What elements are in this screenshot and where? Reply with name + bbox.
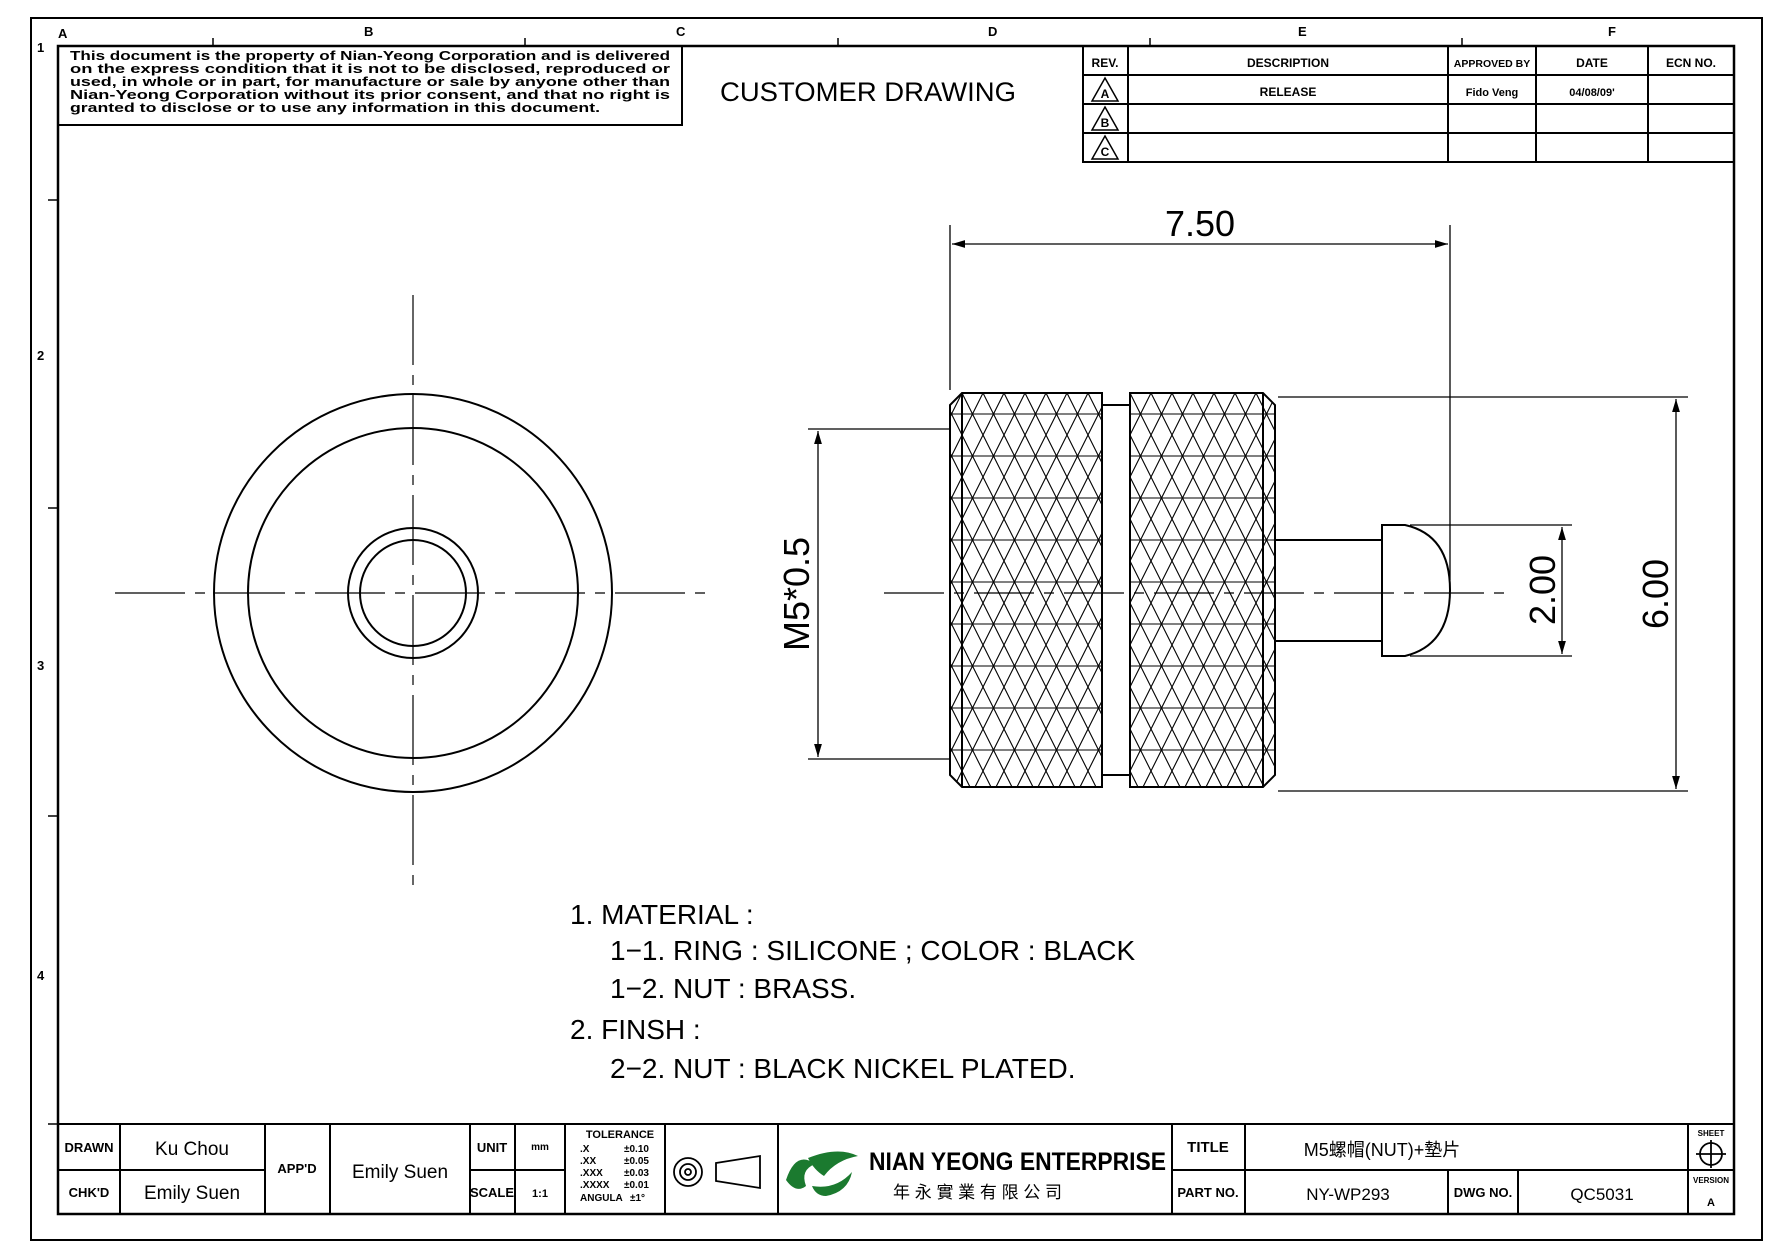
dim-length: 7.50 — [1165, 203, 1235, 244]
customer-drawing-heading: CUSTOMER DRAWING — [720, 77, 1016, 107]
zone-col-f: F — [1608, 24, 1616, 39]
notice-line: used, in whole or in part, for manufactu… — [70, 75, 670, 89]
ecn-header: ECN NO. — [1666, 56, 1716, 70]
note-line: 1−2. NUT : BRASS. — [610, 973, 856, 1004]
unit-value: mm — [531, 1142, 549, 1153]
material-notes: 1. MATERIAL : 1−1. RING : SILICONE ; COL… — [570, 899, 1135, 1084]
side-view — [884, 392, 1512, 788]
tol-value: ±0.03 — [624, 1168, 649, 1179]
title-block — [58, 1123, 1734, 1214]
knurled-nut-right — [1129, 392, 1276, 788]
tolerance-block: TOLERANCE .X ±0.10 .XX ±0.05 .XXX ±0.03 … — [580, 1129, 654, 1204]
rev-a-label: A — [1101, 87, 1110, 101]
rev-header: REV. — [1092, 56, 1119, 70]
appd-value: Emily Suen — [352, 1162, 448, 1183]
notice-line: granted to disclose or to use any inform… — [70, 101, 600, 115]
dome-tip — [1381, 524, 1452, 657]
revision-table — [1082, 45, 1735, 163]
rev-triangle-icon — [1090, 105, 1120, 131]
dwg-no-value: QC5031 — [1570, 1185, 1633, 1204]
tol-key: .XXX — [580, 1168, 603, 1179]
notice-line: This document is the property of Nian-Ye… — [70, 49, 670, 63]
zone-col-e: E — [1298, 24, 1307, 39]
version-label: VERSION — [1693, 1176, 1729, 1185]
note-line: 2−2. NUT : BLACK NICKEL PLATED. — [610, 1053, 1076, 1084]
tol-value: ±0.01 — [624, 1180, 649, 1191]
zone-col-b: B — [364, 24, 373, 39]
outer-circle — [213, 393, 613, 793]
rev-a-approved: Fido Veng — [1466, 87, 1519, 99]
tol-value: ±0.10 — [624, 1144, 649, 1155]
tol-value: ±0.05 — [624, 1156, 649, 1167]
drawn-label: DRAWN — [64, 1140, 113, 1155]
part-no-label: PART NO. — [1177, 1185, 1238, 1200]
notice-text: This document is the property of Nian-Ye… — [70, 49, 670, 115]
date-header: DATE — [1576, 56, 1608, 70]
dim-outer: 6.00 — [1635, 559, 1676, 629]
notice-line: on the express condition that it is not … — [70, 62, 670, 76]
tol-value: ±1° — [630, 1193, 645, 1204]
approved-by-header: APPROVED BY — [1454, 58, 1530, 70]
notice-line: Nian-Yeong Corporation without its prior… — [70, 88, 670, 102]
company-name: NIAN YEONG ENTERPRISE — [869, 1148, 1166, 1176]
dwg-no-label: DWG NO. — [1454, 1185, 1513, 1200]
zone-col-d: D — [988, 24, 997, 39]
title-value: M5螺帽(NUT)+墊片 — [1304, 1140, 1461, 1160]
chkd-value: Emily Suen — [144, 1183, 240, 1204]
rev-c-label: C — [1101, 145, 1110, 159]
dim-tip: 2.00 — [1522, 555, 1563, 625]
rev-triangle-icon — [1090, 76, 1120, 102]
zone-row-2: 2 — [37, 348, 44, 363]
note-line: 1−1. RING : SILICONE ; COLOR : BLACK — [610, 935, 1135, 966]
notice-box — [57, 45, 683, 126]
description-header: DESCRIPTION — [1247, 56, 1329, 70]
tolerance-title: TOLERANCE — [586, 1129, 654, 1141]
projection-symbol-icon — [673, 1154, 761, 1190]
zone-row-4: 4 — [37, 968, 45, 983]
rev-a-date: 04/08/09' — [1569, 87, 1615, 99]
zone-col-c: C — [676, 24, 686, 39]
sheet-symbol-icon — [1696, 1140, 1726, 1168]
tol-key: ANGULA — [580, 1193, 623, 1204]
company-name-cn: 年 永 實 業 有 限 公 司 — [893, 1183, 1062, 1202]
appd-label: APP'D — [277, 1161, 316, 1176]
zone-row-3: 3 — [37, 658, 44, 673]
knurled-nut-left — [949, 392, 1103, 788]
chkd-label: CHK'D — [69, 1185, 110, 1200]
sheet-label: SHEET — [1698, 1129, 1725, 1138]
part-no-value: NY-WP293 — [1306, 1185, 1389, 1204]
zone-col-a: A — [58, 26, 68, 41]
unit-label: UNIT — [477, 1140, 507, 1155]
drawn-value: Ku Chou — [155, 1139, 229, 1160]
outer-frame — [30, 17, 1763, 1241]
tol-key: .XXXX — [580, 1180, 610, 1191]
note-line: 2. FINSH : — [570, 1014, 701, 1045]
dimension-lines — [808, 225, 1688, 792]
version-value: A — [1707, 1197, 1715, 1209]
zone-row-1: 1 — [37, 40, 44, 55]
note-line: 1. MATERIAL : — [570, 899, 754, 930]
rev-b-label: B — [1101, 116, 1110, 130]
title-label: TITLE — [1187, 1139, 1229, 1156]
inner-frame — [56, 44, 1736, 1216]
rev-a-description: RELEASE — [1260, 85, 1317, 99]
company-logo-icon — [786, 1151, 858, 1196]
scale-label: SCALE — [470, 1185, 514, 1200]
tol-key: .XX — [580, 1156, 596, 1167]
tol-key: .X — [580, 1144, 590, 1155]
rev-triangle-icon — [1090, 134, 1120, 160]
zone-ticks — [48, 38, 1463, 1125]
dim-thread: M5*0.5 — [776, 537, 817, 651]
scale-value: 1:1 — [532, 1188, 548, 1200]
front-view — [115, 295, 712, 890]
